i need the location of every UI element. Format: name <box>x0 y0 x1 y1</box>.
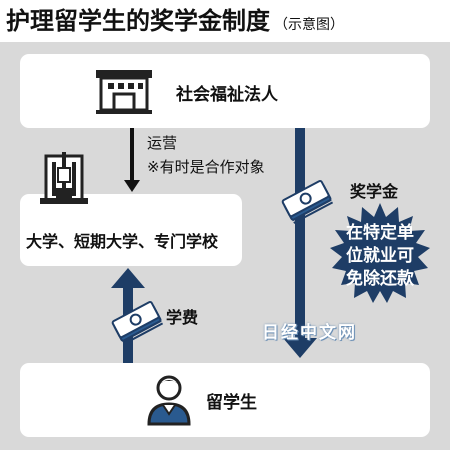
money-stack-icon <box>281 180 334 224</box>
scholarship-label: 奖学金 <box>350 182 399 201</box>
repayment-exemption-badge <box>330 203 430 303</box>
diagram-title: 护理留学生的奖学金制度（示意图） <box>6 4 344 38</box>
corporation-box <box>20 54 430 128</box>
school-box <box>20 194 242 266</box>
student-label: 留学生 <box>206 393 257 413</box>
title-note: （示意图） <box>274 17 344 33</box>
school-label: 大学、短期大学、专门学校 <box>26 232 219 251</box>
building-icon <box>96 70 152 114</box>
tuition-money-icon <box>111 301 164 345</box>
title-main: 护理留学生的奖学金制度 <box>6 7 270 35</box>
badge-text: 在特定单 位就业可 免除还款 <box>330 222 430 291</box>
operate-label: 运营 <box>147 134 178 152</box>
person-icon <box>147 375 191 426</box>
tuition-label: 学费 <box>166 308 199 327</box>
corporation-label: 社会福祉法人 <box>176 85 278 105</box>
watermark: 日经中文网 <box>262 323 357 343</box>
badge-line-3: 免除还款 <box>346 269 414 289</box>
operate-note: ※有时是合作对象 <box>147 158 265 176</box>
badge-line-1: 在特定单 <box>346 223 414 243</box>
school-icon <box>40 152 88 204</box>
student-box <box>20 363 430 437</box>
badge-line-2: 位就业可 <box>346 246 414 266</box>
